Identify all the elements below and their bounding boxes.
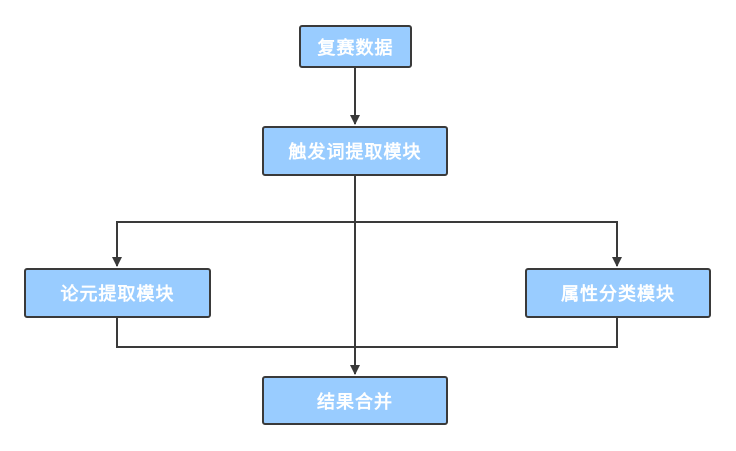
node-fusai-label: 复赛数据 <box>317 37 394 59</box>
node-attribute-classification: 属性分类模块 <box>525 268 711 318</box>
node-attribute-label: 属性分类模块 <box>561 284 675 305</box>
edge-trigger-to-argument <box>112 221 355 267</box>
edge-attribute-to-merge <box>355 318 618 348</box>
edge-argument-to-merge <box>116 318 355 348</box>
node-trigger-label: 触发词提取模块 <box>288 142 422 163</box>
node-argument-extraction: 论元提取模块 <box>24 268 211 318</box>
node-trigger-extraction: 触发词提取模块 <box>262 126 448 176</box>
node-fusai-data: 复赛数据 <box>299 25 412 68</box>
node-result-merge: 结果合并 <box>262 376 448 425</box>
node-merge-label: 结果合并 <box>317 391 393 413</box>
edge-trigger-to-attribute <box>355 221 622 267</box>
node-argument-label: 论元提取模块 <box>60 284 175 305</box>
